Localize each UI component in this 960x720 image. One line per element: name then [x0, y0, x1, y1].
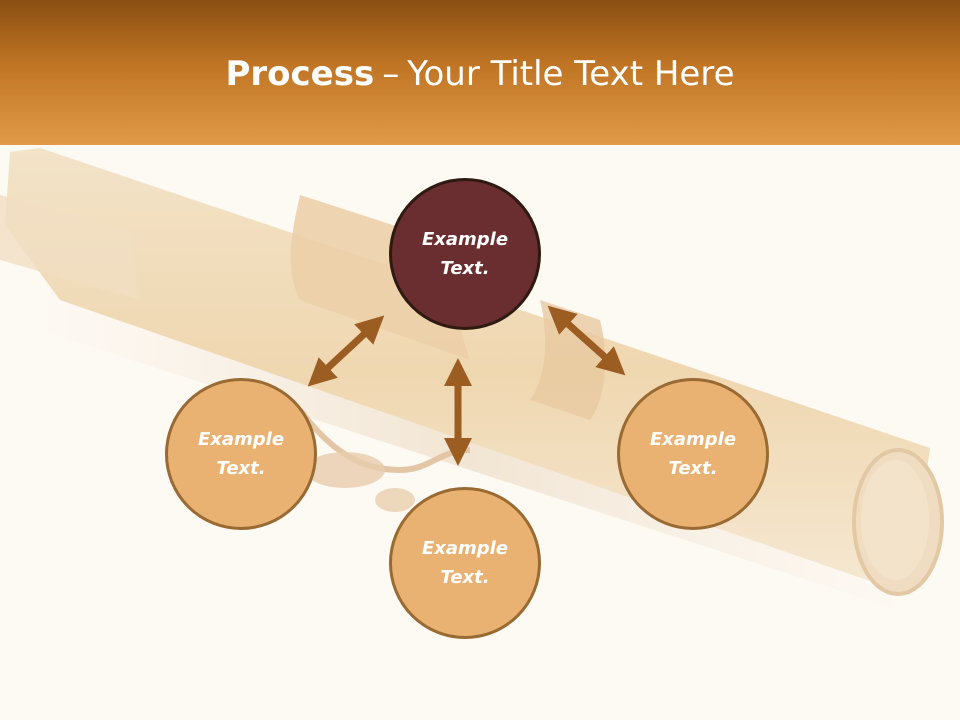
arrow-center-left [307, 315, 385, 387]
title-banner [0, 0, 960, 145]
slide-title[interactable]: Process–Your Title Text Here [0, 52, 960, 96]
left-node-line2: Text. [216, 458, 266, 479]
right-node[interactable]: Example Text. [617, 378, 769, 530]
bottom-node-line1: Example [421, 538, 509, 559]
arrow-center-right [547, 305, 626, 376]
title-rest: Your Title Text Here [407, 54, 735, 94]
title-separator: – [382, 54, 400, 94]
left-node-line1: Example [197, 429, 285, 450]
bottom-node-line2: Text. [440, 567, 490, 588]
center-node[interactable]: Example Text. [389, 178, 541, 330]
right-node-line2: Text. [668, 458, 718, 479]
bottom-node[interactable]: Example Text. [389, 487, 541, 639]
title-strong: Process [225, 54, 375, 94]
center-node-line1: Example [421, 229, 509, 250]
center-node-line2: Text. [440, 258, 490, 279]
left-node[interactable]: Example Text. [165, 378, 317, 530]
right-node-line1: Example [649, 429, 737, 450]
